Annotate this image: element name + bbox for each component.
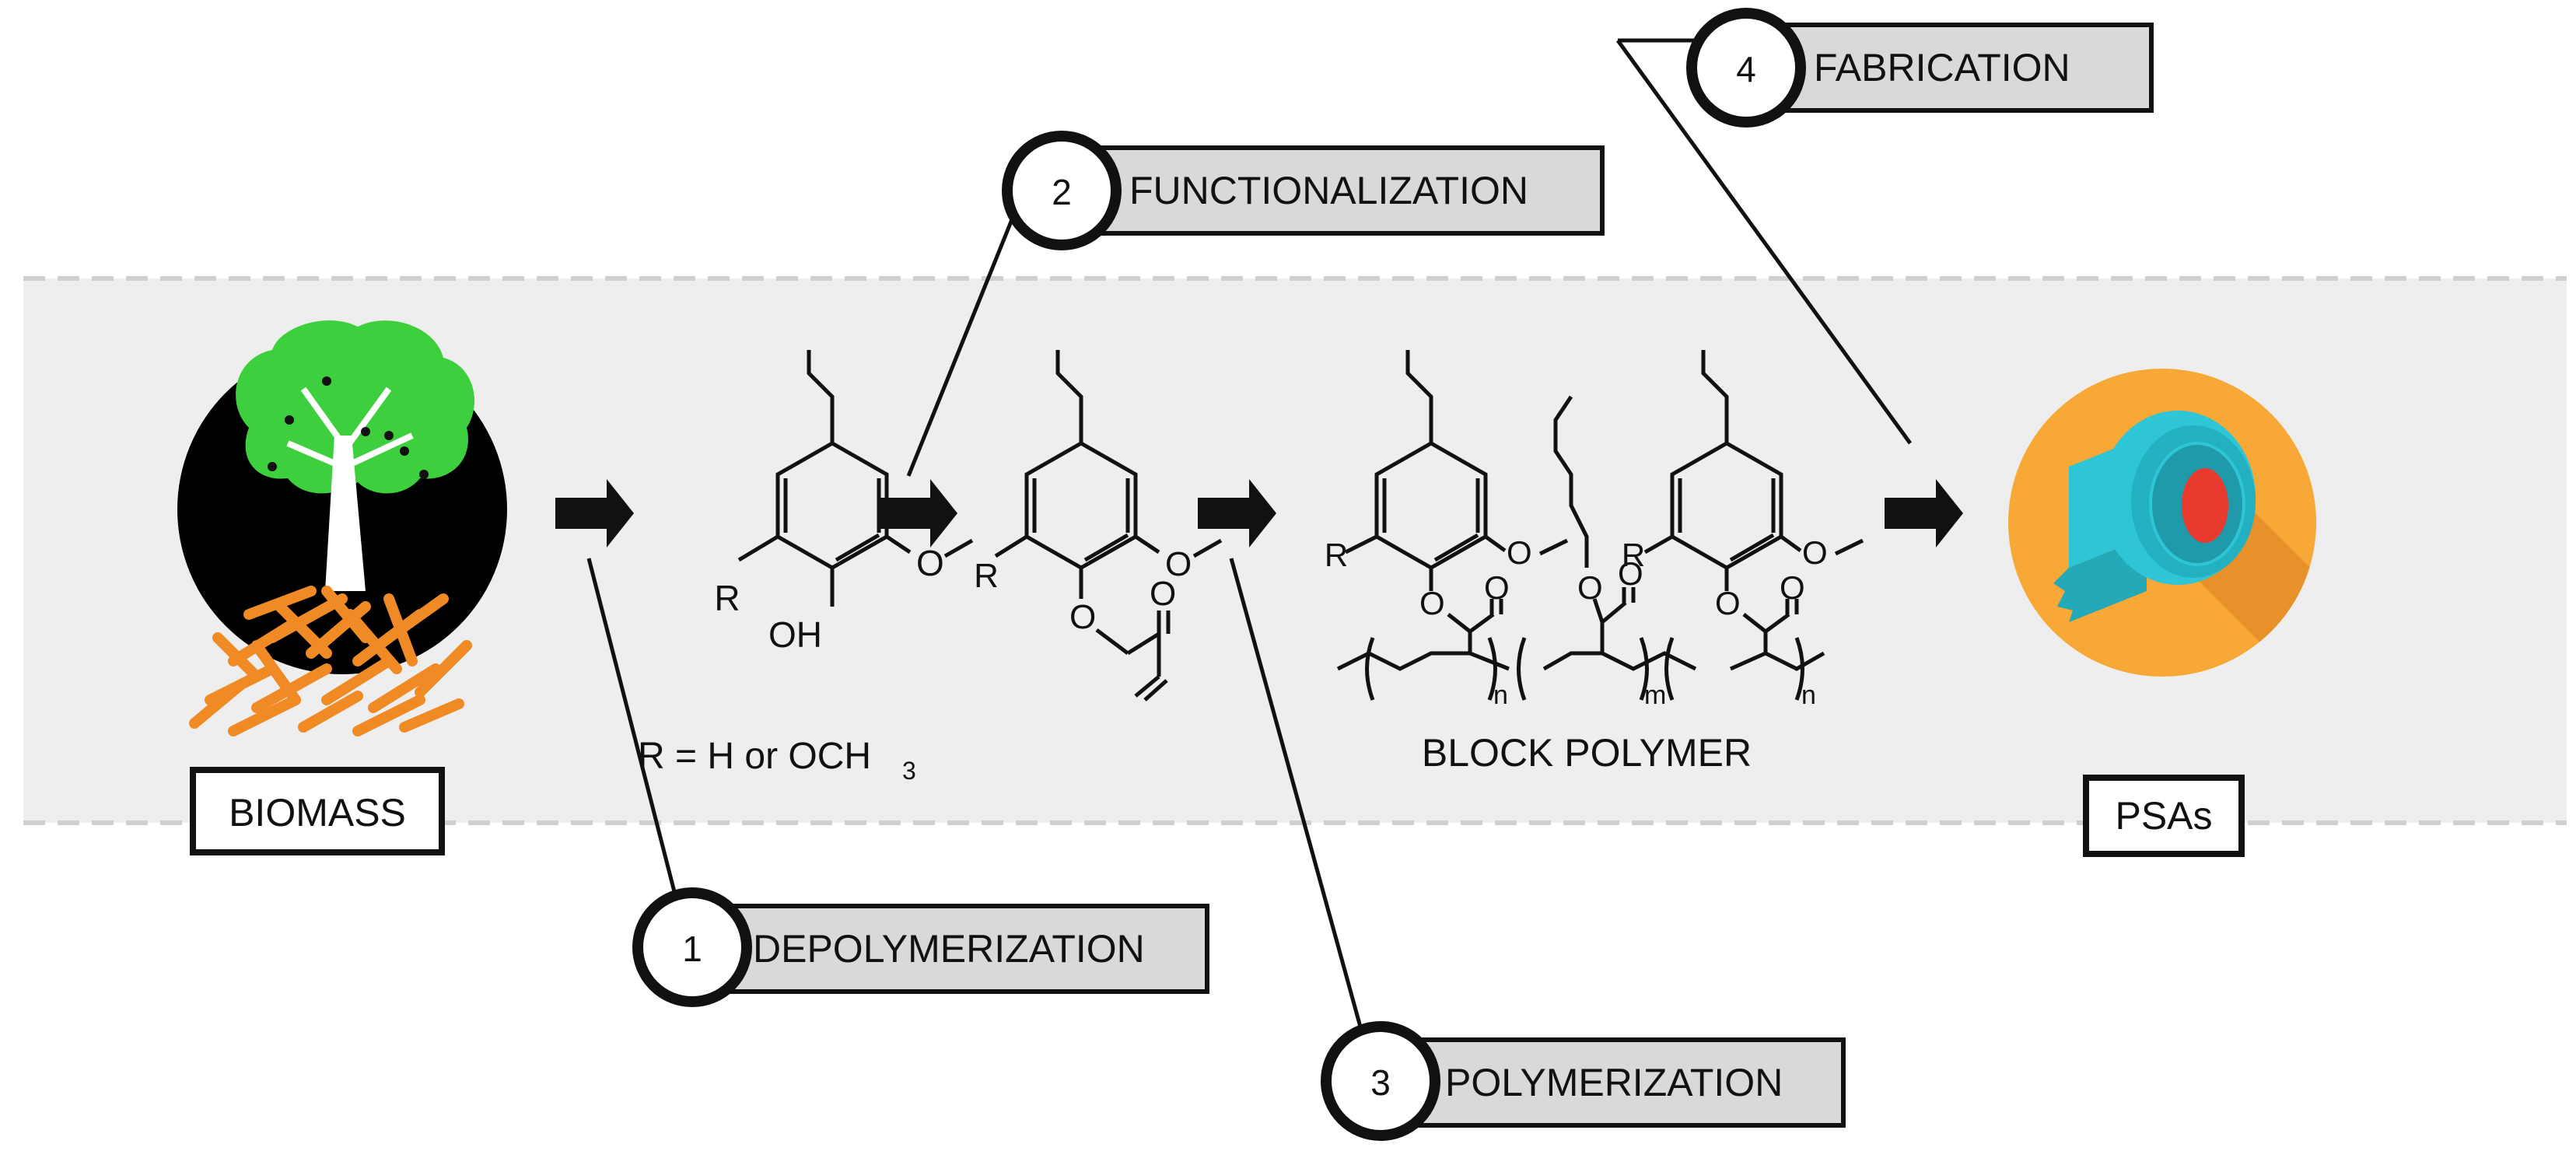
polymer-r1: R: [1325, 537, 1348, 573]
arrow-4: [1885, 479, 1963, 548]
step-label-box: [1771, 23, 2154, 113]
step-1: DEPOLYMERIZATION 1: [632, 887, 1209, 1007]
leader-step-2: [906, 201, 1021, 477]
biomass-tree-icon: [177, 320, 507, 736]
monomer-phenol-oh: OH: [768, 614, 822, 655]
psas-label: PSAs: [2083, 775, 2245, 857]
step-number: 3: [1370, 1062, 1391, 1103]
step-number-badge: [1321, 1021, 1440, 1141]
monomer-phenol: [737, 350, 974, 607]
arrow-1: [555, 479, 634, 548]
psa-tape-icon: [2008, 369, 2316, 677]
step-label: FUNCTIONALIZATION: [1129, 169, 1528, 212]
psas-label-text: PSAs: [2115, 794, 2212, 838]
monomer-phenol-methoxy-o: O: [916, 543, 944, 583]
monomer-acrylate-r: R: [974, 557, 999, 595]
step-label: DEPOLYMERIZATION: [753, 927, 1145, 971]
monomer-acrylate: [994, 350, 1223, 701]
biomass-label: BIOMASS: [190, 767, 445, 855]
roots: [189, 586, 472, 736]
polymer-o-carbonyl2: O: [1780, 569, 1805, 606]
leader-lines: [586, 38, 1913, 1044]
step-number-badge: [1002, 131, 1122, 250]
r-definition-subscript: 3: [902, 757, 916, 785]
polymer-r2: R: [1622, 537, 1645, 573]
polymer-subscript-n1: n: [1493, 680, 1508, 710]
polymer-o-butyl-ester: O: [1577, 569, 1603, 606]
step-number: 1: [682, 929, 702, 969]
step-label: FABRICATION: [1814, 46, 2070, 89]
step-label: POLYMERIZATION: [1445, 1061, 1783, 1104]
polymer-o-ester1: O: [1419, 585, 1445, 621]
polymer-o-butyl-carbonyl: O: [1618, 555, 1643, 592]
step-label-box: [1094, 145, 1605, 236]
polymer-subscript-n2: n: [1801, 680, 1816, 710]
r-definition: R = H or OCH 3: [638, 736, 916, 785]
polymer-subscript-m: m: [1644, 680, 1666, 710]
step-4: FABRICATION 4: [1686, 8, 2154, 128]
step-number-badge: [632, 887, 752, 1007]
polymer-o-methoxy1: O: [1507, 534, 1532, 571]
leader-step-4b: [1615, 39, 1913, 445]
leader-step-3: [1229, 558, 1367, 1044]
step-3: POLYMERIZATION 3: [1321, 1021, 1846, 1141]
step-number: 4: [1736, 49, 1756, 89]
biomass-label-text: BIOMASS: [229, 791, 406, 834]
step-label-box: [1405, 1037, 1846, 1128]
monomer-acrylate-methoxy-o: O: [1165, 545, 1192, 583]
polymer-o-ester2: O: [1715, 585, 1741, 621]
block-polymer-label: BLOCK POLYMER: [1422, 731, 1752, 775]
monomer-phenol-r: R: [714, 578, 740, 618]
r-definition-text: R = H or OCH: [638, 736, 871, 777]
process-arrows: [555, 479, 1963, 548]
polymer-o-carbonyl1: O: [1484, 569, 1510, 606]
arrow-2: [879, 479, 957, 548]
monomer-acrylate-o2: O: [1150, 575, 1176, 613]
step-2: FUNCTIONALIZATION 2: [1002, 131, 1605, 250]
monomer-acrylate-o1: O: [1069, 598, 1096, 636]
step-number-badge: [1686, 8, 1806, 128]
step-number: 2: [1052, 172, 1072, 212]
polymer-o-methoxy2: O: [1802, 534, 1828, 571]
arrow-3: [1198, 479, 1276, 548]
block-polymer-structure: [1336, 350, 1864, 701]
leader-step-1: [586, 558, 681, 911]
